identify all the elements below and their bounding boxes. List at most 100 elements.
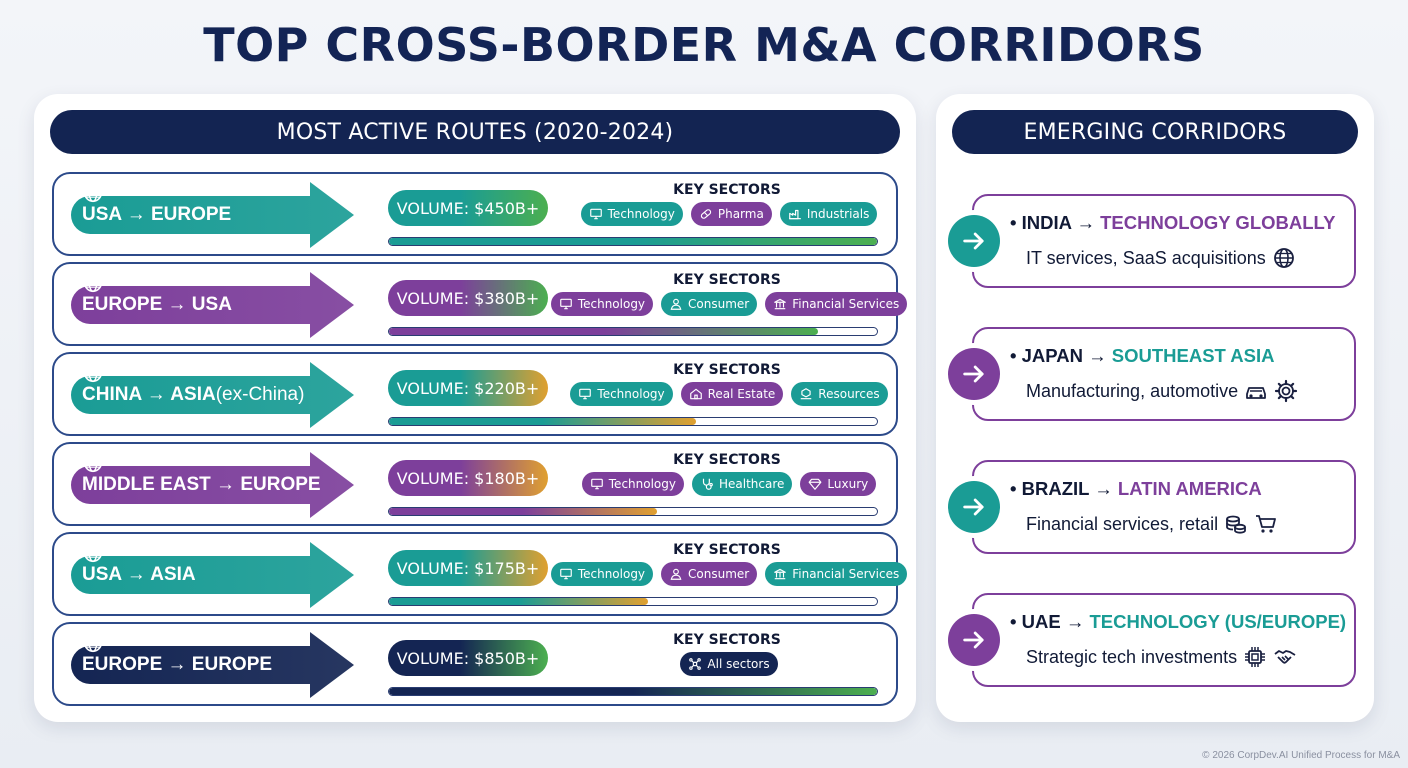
car-icon bbox=[1246, 387, 1267, 399]
corridor-description: Strategic tech investments bbox=[1026, 645, 1297, 669]
sector-chip: Consumer bbox=[661, 562, 758, 586]
coins-icon bbox=[1226, 515, 1246, 534]
route-name: EUROPE → USA bbox=[82, 294, 232, 315]
handshake-icon bbox=[1274, 650, 1296, 664]
globe-icon bbox=[83, 273, 103, 293]
key-sectors-text: KEY SECTORS bbox=[673, 182, 781, 198]
route-name: USA → ASIA bbox=[82, 564, 196, 585]
sector-chip-label: Technology bbox=[577, 567, 646, 581]
corridor-origin: UAE → bbox=[1021, 611, 1085, 632]
corridor-title: • INDIA → TECHNOLOGY GLOBALLY bbox=[1010, 212, 1335, 234]
corridor-description: Manufacturing, automotive bbox=[1026, 379, 1298, 403]
arrow-right-icon bbox=[963, 631, 984, 649]
sector-chip: Resources bbox=[791, 382, 888, 406]
corridor-title: • JAPAN → SOUTHEAST ASIA bbox=[1010, 345, 1275, 367]
key-sectors-label: KEY SECTORS bbox=[644, 632, 810, 648]
emerging-corridor-row: • INDIA → TECHNOLOGY GLOBALLY IT services… bbox=[948, 194, 1356, 288]
bank-icon bbox=[774, 568, 787, 580]
volume-badge: VOLUME: $450B+ bbox=[388, 190, 548, 226]
sector-chip: Technology bbox=[570, 382, 673, 406]
volume-badge: VOLUME: $175B+ bbox=[388, 550, 548, 586]
sector-chip-label: Resources bbox=[818, 387, 880, 401]
volume-progress-fill bbox=[389, 508, 658, 515]
corridor-description-text: IT services, SaaS acquisitions bbox=[1026, 247, 1266, 268]
emerging-corridors-panel: EMERGING CORRIDORS • INDIA → TECHNOLOGY … bbox=[936, 94, 1374, 722]
sector-chip: All sectors bbox=[680, 652, 778, 676]
key-sectors-label: KEY SECTORS bbox=[644, 362, 810, 378]
monitor-icon bbox=[559, 298, 572, 310]
corridor-description: IT services, SaaS acquisitions bbox=[1026, 246, 1296, 270]
footer-copyright: © 2026 CorpDev.AI Unified Process for M&… bbox=[1202, 750, 1400, 761]
sector-chip: Financial Services bbox=[765, 562, 908, 586]
diamond-icon bbox=[808, 478, 822, 490]
sector-chip: Technology bbox=[550, 562, 654, 586]
key-sectors-text: KEY SECTORS bbox=[673, 362, 781, 378]
globe-icon bbox=[1273, 248, 1294, 268]
sector-chip-label: Technology bbox=[597, 387, 665, 401]
route-label: MIDDLE EAST → EUROPE bbox=[82, 452, 321, 518]
volume-progress-fill bbox=[389, 688, 877, 695]
bullet-dot: • bbox=[1010, 345, 1022, 366]
key-sectors-label: KEY SECTORS bbox=[644, 272, 810, 288]
corridor-description-text: Strategic tech investments bbox=[1026, 646, 1238, 667]
sector-chip: Pharma bbox=[690, 202, 772, 226]
sector-chip-label: Healthcare bbox=[718, 477, 785, 491]
cart-icon bbox=[1256, 515, 1276, 533]
globe-icon bbox=[83, 543, 103, 563]
corridor-arrow-circle bbox=[948, 215, 1000, 267]
volume-progress-bar bbox=[388, 327, 878, 336]
sector-chip: Luxury bbox=[800, 472, 877, 496]
network-icon bbox=[689, 658, 702, 670]
globe-icon bbox=[83, 363, 103, 383]
corridor-description-text: Manufacturing, automotive bbox=[1026, 380, 1239, 401]
route-arrow: EUROPE → EUROPE bbox=[70, 632, 354, 698]
route-arrow: USA → ASIA bbox=[70, 542, 354, 608]
sector-chip-label: Consumer bbox=[688, 297, 750, 311]
route-name-suffix: (ex-China) bbox=[215, 384, 305, 405]
route-arrow: CHINA → ASIA (ex-China) bbox=[70, 362, 354, 428]
route-label: USA → ASIA bbox=[82, 542, 196, 608]
volume-badge: VOLUME: $380B+ bbox=[388, 280, 548, 316]
sector-chip-label: Pharma bbox=[717, 207, 764, 221]
route-arrow: USA → EUROPE bbox=[70, 182, 354, 248]
arrow-right-icon bbox=[963, 232, 984, 250]
bullet-dot: • bbox=[1010, 478, 1022, 499]
sector-chip: Technology bbox=[581, 472, 684, 496]
route-label: CHINA → ASIA (ex-China) bbox=[82, 362, 304, 428]
key-sectors-text: KEY SECTORS bbox=[673, 452, 781, 468]
sector-chip: Financial Services bbox=[765, 292, 908, 316]
bullet-dot: • bbox=[1010, 212, 1022, 233]
volume-progress-bar bbox=[388, 237, 878, 246]
gear-icon bbox=[1275, 379, 1298, 403]
sector-chip: Healthcare bbox=[691, 472, 793, 496]
route-row: USA → ASIA VOLUME: $175B+ KEY SECTORS Techn… bbox=[52, 532, 908, 616]
resources-icon bbox=[801, 388, 812, 400]
bullet-dot: • bbox=[1010, 611, 1022, 632]
sector-chip-label: Industrials bbox=[806, 207, 870, 221]
sector-chip-label: Financial Services bbox=[792, 297, 900, 311]
sector-chip-label: Financial Services bbox=[792, 567, 900, 581]
corridor-title: • BRAZIL → LATIN AMERICA bbox=[1010, 478, 1262, 500]
house-icon bbox=[689, 388, 702, 400]
sector-chip-label: Real Estate bbox=[707, 387, 776, 401]
route-arrow: MIDDLE EAST → EUROPE bbox=[70, 452, 354, 518]
route-name: MIDDLE EAST → EUROPE bbox=[82, 474, 321, 495]
sector-chips: All sectors bbox=[554, 652, 904, 678]
route-name: USA → EUROPE bbox=[82, 204, 232, 225]
corridor-destination: SOUTHEAST ASIA bbox=[1111, 345, 1275, 366]
corridor-arrow-circle bbox=[948, 348, 1000, 400]
key-sectors-text: KEY SECTORS bbox=[673, 542, 781, 558]
sector-chip-label: Technology bbox=[608, 477, 676, 491]
corridor-arrow-circle bbox=[948, 481, 1000, 533]
globe-icon bbox=[83, 453, 103, 473]
sector-chips: Technology Real Estate Resources bbox=[554, 382, 904, 408]
route-arrow: EUROPE → USA bbox=[70, 272, 354, 338]
monitor-icon bbox=[559, 568, 572, 580]
volume-badge: VOLUME: $850B+ bbox=[388, 640, 548, 676]
volume-progress-fill bbox=[389, 328, 819, 335]
